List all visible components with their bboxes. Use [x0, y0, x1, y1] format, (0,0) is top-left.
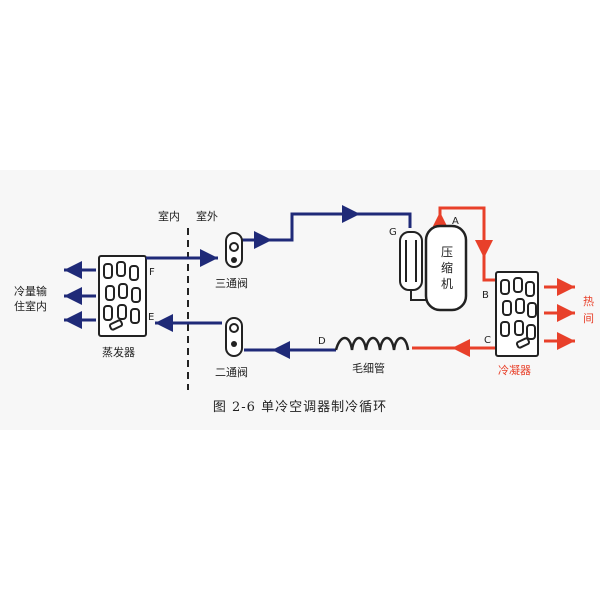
two-way-valve	[225, 317, 243, 357]
compressor-label-3: 机	[441, 277, 453, 291]
evaporator-label: 蒸发器	[102, 345, 135, 359]
low-side-pipes	[146, 205, 412, 359]
compressor	[424, 224, 468, 312]
point-f-label: F	[149, 267, 155, 278]
cold-output-label-line2: 住室内	[14, 299, 47, 313]
three-way-valve	[225, 232, 243, 268]
three-way-valve-label: 三通阀	[215, 276, 248, 290]
figure-caption: 图 2-6 单冷空调器制冷循环	[212, 400, 388, 415]
compressor-label-2: 缩	[441, 260, 453, 275]
condenser	[495, 271, 539, 357]
compressor-label-1: 压	[441, 245, 453, 259]
heat-label-2: 间	[583, 312, 594, 325]
cold-output-label-line1: 冷量输	[14, 284, 47, 298]
point-e-label: E	[148, 312, 154, 323]
capillary-tube	[334, 336, 410, 351]
cold-output-arrows	[64, 261, 96, 329]
heat-label-1: 热	[583, 295, 594, 308]
evaporator	[98, 255, 147, 337]
condenser-label: 冷凝器	[498, 363, 531, 377]
point-g-label: G	[389, 227, 397, 238]
point-a-label: A	[452, 216, 459, 227]
indoor-label: 室内	[158, 209, 180, 223]
point-b-label: B	[482, 290, 489, 301]
accumulator	[399, 231, 430, 301]
heat-output-arrows	[544, 278, 575, 350]
outdoor-label: 室外	[196, 209, 218, 223]
point-c-label: C	[484, 335, 491, 346]
point-d-label: D	[318, 336, 326, 347]
capillary-label: 毛细管	[352, 361, 385, 375]
two-way-valve-label: 二通阀	[215, 365, 248, 379]
